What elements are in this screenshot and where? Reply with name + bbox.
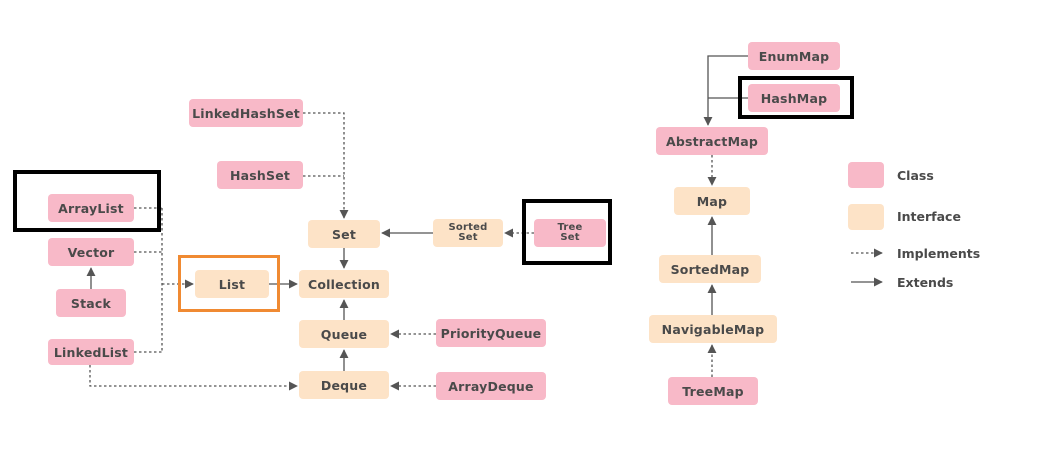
set-node: Set [308,220,380,248]
sortedmap-node: SortedMap [659,255,761,283]
treeset-highlight-box [522,199,612,265]
linkedlist-node: LinkedList [48,339,134,365]
legend-class-swatch [848,162,884,188]
arraydeque-node: ArrayDeque [436,372,546,400]
hashset-node: HashSet [217,161,303,189]
enummap-node: EnumMap [748,42,840,70]
stack-node: Stack [56,289,126,317]
list-node: List [195,270,269,298]
abstractmap-node: AbstractMap [656,127,768,155]
treemap-node: TreeMap [668,377,758,405]
legend-implements-label: Implements [897,246,981,261]
treeset-node: Tree Set [534,219,606,247]
sortedset-node: Sorted Set [433,219,503,247]
navigablemap-node: NavigableMap [649,315,777,343]
legend-interface-swatch [848,204,884,230]
hashmap-node: HashMap [748,84,840,112]
collection-node: Collection [299,270,389,298]
legend-interface-label: Interface [897,209,961,224]
edge-enummap-abstractmap [703,55,748,126]
list-highlight-box [178,255,280,312]
arraylist-node: ArrayList [48,194,134,222]
queue-node: Queue [299,320,389,348]
linkedhashset-node: LinkedHashSet [189,99,303,127]
arraylist-highlight-box [13,170,161,232]
map-node: Map [674,187,750,215]
priorityqueue-node: PriorityQueue [436,319,546,347]
legend-class-label: Class [897,168,934,183]
legend-extends-label: Extends [897,275,954,290]
hashmap-highlight-box [738,76,854,119]
deque-node: Deque [299,371,389,399]
vector-node: Vector [48,238,134,266]
edge-linkedlist-deque [89,365,298,391]
edge-linkedhashset-set [303,112,349,219]
